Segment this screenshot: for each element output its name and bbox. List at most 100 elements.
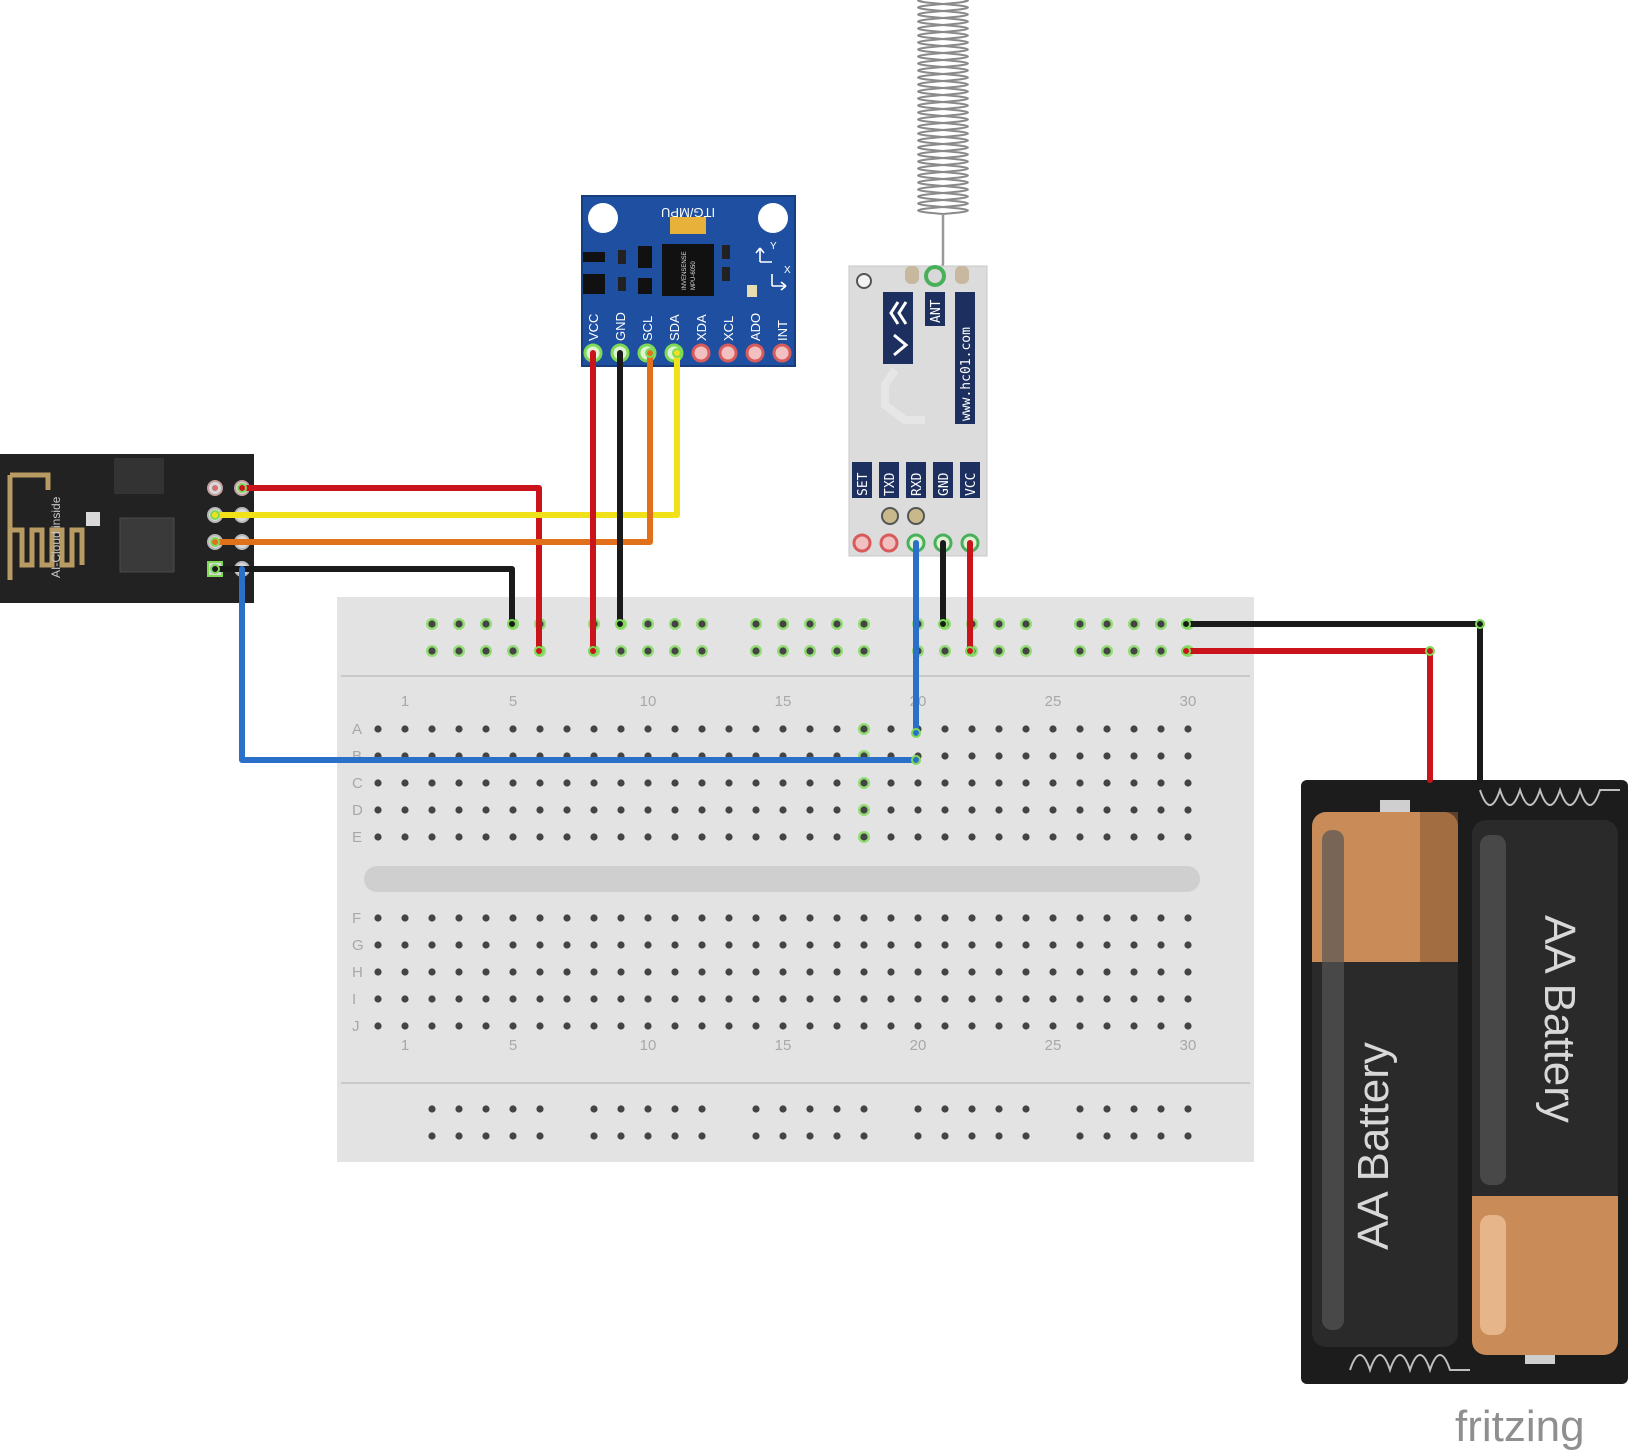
breadboard-hole[interactable] bbox=[779, 914, 787, 922]
breadboard-hole[interactable] bbox=[1076, 620, 1084, 628]
breadboard-hole[interactable] bbox=[428, 1132, 436, 1140]
breadboard-hole[interactable] bbox=[563, 833, 571, 841]
breadboard-hole[interactable] bbox=[806, 647, 814, 655]
breadboard-hole[interactable] bbox=[779, 968, 787, 976]
breadboard-hole[interactable] bbox=[563, 968, 571, 976]
breadboard-hole[interactable] bbox=[401, 995, 409, 1003]
breadboard-hole[interactable] bbox=[806, 941, 814, 949]
breadboard-hole[interactable] bbox=[833, 725, 841, 733]
breadboard-hole[interactable] bbox=[995, 1022, 1003, 1030]
breadboard-hole[interactable] bbox=[671, 941, 679, 949]
breadboard-hole[interactable] bbox=[914, 1105, 922, 1113]
breadboard-hole[interactable] bbox=[779, 1022, 787, 1030]
breadboard-hole[interactable] bbox=[1184, 833, 1192, 841]
breadboard-hole[interactable] bbox=[995, 941, 1003, 949]
breadboard-hole[interactable] bbox=[833, 941, 841, 949]
breadboard-hole[interactable] bbox=[455, 1105, 463, 1113]
breadboard-hole[interactable] bbox=[1076, 647, 1084, 655]
breadboard-hole[interactable] bbox=[644, 914, 652, 922]
breadboard-hole[interactable] bbox=[1157, 779, 1165, 787]
breadboard-hole[interactable] bbox=[1103, 752, 1111, 760]
breadboard-hole[interactable] bbox=[536, 806, 544, 814]
breadboard-hole[interactable] bbox=[968, 752, 976, 760]
breadboard-hole[interactable] bbox=[428, 647, 436, 655]
breadboard-hole[interactable] bbox=[1076, 941, 1084, 949]
breadboard-hole[interactable] bbox=[644, 779, 652, 787]
breadboard-hole[interactable] bbox=[725, 806, 733, 814]
breadboard-hole[interactable] bbox=[887, 995, 895, 1003]
breadboard-hole[interactable] bbox=[617, 914, 625, 922]
breadboard-hole[interactable] bbox=[698, 1105, 706, 1113]
breadboard-hole[interactable] bbox=[806, 968, 814, 976]
mpu6050-pin[interactable] bbox=[772, 343, 792, 363]
breadboard-hole[interactable] bbox=[887, 1022, 895, 1030]
breadboard-hole[interactable] bbox=[1157, 1105, 1165, 1113]
breadboard-hole[interactable] bbox=[833, 1105, 841, 1113]
breadboard-hole[interactable] bbox=[941, 941, 949, 949]
breadboard-hole[interactable] bbox=[644, 941, 652, 949]
breadboard-hole[interactable] bbox=[428, 620, 436, 628]
breadboard-hole[interactable] bbox=[374, 941, 382, 949]
breadboard-hole[interactable] bbox=[482, 647, 490, 655]
breadboard-hole[interactable] bbox=[1022, 779, 1030, 787]
breadboard-hole[interactable] bbox=[941, 995, 949, 1003]
breadboard-hole[interactable] bbox=[1130, 779, 1138, 787]
breadboard-hole[interactable] bbox=[455, 941, 463, 949]
breadboard-hole[interactable] bbox=[563, 1022, 571, 1030]
breadboard-hole[interactable] bbox=[428, 914, 436, 922]
breadboard-hole[interactable] bbox=[1103, 1105, 1111, 1113]
breadboard-hole[interactable] bbox=[995, 1105, 1003, 1113]
breadboard-hole[interactable] bbox=[698, 1132, 706, 1140]
breadboard-hole[interactable] bbox=[752, 995, 760, 1003]
breadboard-hole[interactable] bbox=[617, 1022, 625, 1030]
breadboard-hole[interactable] bbox=[698, 914, 706, 922]
breadboard-hole[interactable] bbox=[833, 968, 841, 976]
breadboard-hole[interactable] bbox=[1157, 941, 1165, 949]
breadboard-hole[interactable] bbox=[941, 914, 949, 922]
breadboard-hole[interactable] bbox=[509, 941, 517, 949]
breadboard-hole[interactable] bbox=[752, 941, 760, 949]
breadboard-hole[interactable] bbox=[860, 647, 868, 655]
breadboard-hole[interactable] bbox=[1184, 1132, 1192, 1140]
breadboard-hole[interactable] bbox=[1130, 833, 1138, 841]
breadboard-hole[interactable] bbox=[428, 995, 436, 1003]
breadboard-hole[interactable] bbox=[644, 806, 652, 814]
breadboard-hole[interactable] bbox=[536, 1022, 544, 1030]
breadboard-hole[interactable] bbox=[752, 1022, 760, 1030]
breadboard-hole[interactable] bbox=[644, 968, 652, 976]
breadboard-hole[interactable] bbox=[860, 833, 868, 841]
breadboard-hole[interactable] bbox=[752, 620, 760, 628]
breadboard-hole[interactable] bbox=[536, 968, 544, 976]
breadboard-hole[interactable] bbox=[374, 833, 382, 841]
breadboard-hole[interactable] bbox=[590, 833, 598, 841]
breadboard-hole[interactable] bbox=[1022, 1022, 1030, 1030]
breadboard-hole[interactable] bbox=[1157, 914, 1165, 922]
breadboard-hole[interactable] bbox=[860, 968, 868, 976]
hc12-pin[interactable] bbox=[879, 533, 899, 553]
breadboard-hole[interactable] bbox=[833, 995, 841, 1003]
breadboard-hole[interactable] bbox=[860, 914, 868, 922]
breadboard-hole[interactable] bbox=[1076, 1132, 1084, 1140]
breadboard-hole[interactable] bbox=[995, 620, 1003, 628]
breadboard-hole[interactable] bbox=[455, 1022, 463, 1030]
breadboard-hole[interactable] bbox=[482, 1105, 490, 1113]
breadboard-hole[interactable] bbox=[617, 1105, 625, 1113]
breadboard-hole[interactable] bbox=[401, 806, 409, 814]
breadboard-hole[interactable] bbox=[941, 1022, 949, 1030]
breadboard-hole[interactable] bbox=[1130, 620, 1138, 628]
breadboard-hole[interactable] bbox=[995, 1132, 1003, 1140]
breadboard-hole[interactable] bbox=[806, 1105, 814, 1113]
breadboard-hole[interactable] bbox=[536, 833, 544, 841]
breadboard-hole[interactable] bbox=[671, 647, 679, 655]
breadboard-hole[interactable] bbox=[428, 1105, 436, 1113]
breadboard-hole[interactable] bbox=[752, 1132, 760, 1140]
breadboard-hole[interactable] bbox=[374, 779, 382, 787]
breadboard-hole[interactable] bbox=[833, 1022, 841, 1030]
breadboard-hole[interactable] bbox=[779, 833, 787, 841]
breadboard-hole[interactable] bbox=[1076, 725, 1084, 733]
breadboard-hole[interactable] bbox=[1130, 995, 1138, 1003]
breadboard-hole[interactable] bbox=[725, 1022, 733, 1030]
breadboard-hole[interactable] bbox=[914, 914, 922, 922]
breadboard-hole[interactable] bbox=[374, 806, 382, 814]
breadboard-hole[interactable] bbox=[1049, 752, 1057, 760]
